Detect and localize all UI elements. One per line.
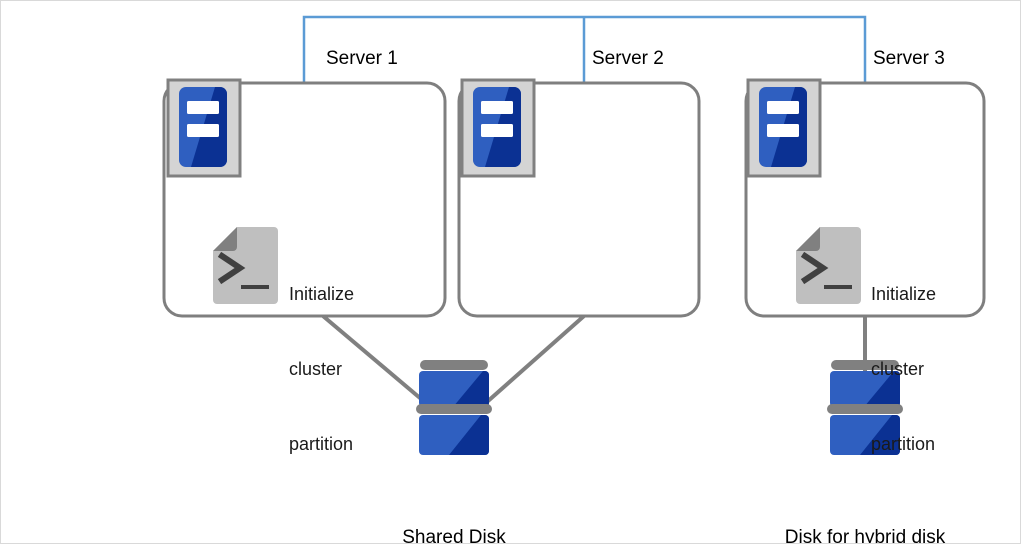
script-caption-line: cluster: [289, 359, 343, 379]
server-label-1: Server 1: [326, 48, 398, 69]
disk-caption-line: Shared Disk: [402, 527, 506, 544]
network-interconnect-lines: [302, 15, 867, 83]
script-document-icon: [213, 227, 278, 304]
disk-caption-line: Disk for hybrid disk: [784, 527, 946, 544]
script-caption-line: Initialize: [871, 284, 937, 304]
server-label-2: Server 2: [592, 48, 664, 69]
server-icon: [166, 78, 242, 178]
server-icon: [746, 78, 822, 178]
script-caption-server1: Initialize cluster partition: [289, 232, 354, 507]
script-caption-server3: Initialize cluster partition: [871, 232, 936, 507]
script-caption-line: cluster: [871, 359, 925, 379]
shared-disk-caption: Shared Disk for hybrid disk resource: [254, 473, 654, 544]
connector-server2-shared-disk: [477, 314, 586, 411]
script-caption-line: partition: [289, 434, 354, 454]
connector-lines: [321, 314, 867, 411]
script-caption-line: Initialize: [289, 284, 355, 304]
disk-stack-icon: [827, 360, 903, 455]
disk-stack-icon: [416, 360, 492, 455]
script-caption-line: partition: [871, 434, 936, 454]
script-document-icon: [796, 227, 861, 304]
server-label-3: Server 3: [873, 48, 945, 69]
connector-server1-shared-disk: [321, 314, 435, 411]
hybrid-disk-caption: Disk for hybrid disk resource: [715, 473, 1015, 544]
server-icon: [460, 78, 536, 178]
